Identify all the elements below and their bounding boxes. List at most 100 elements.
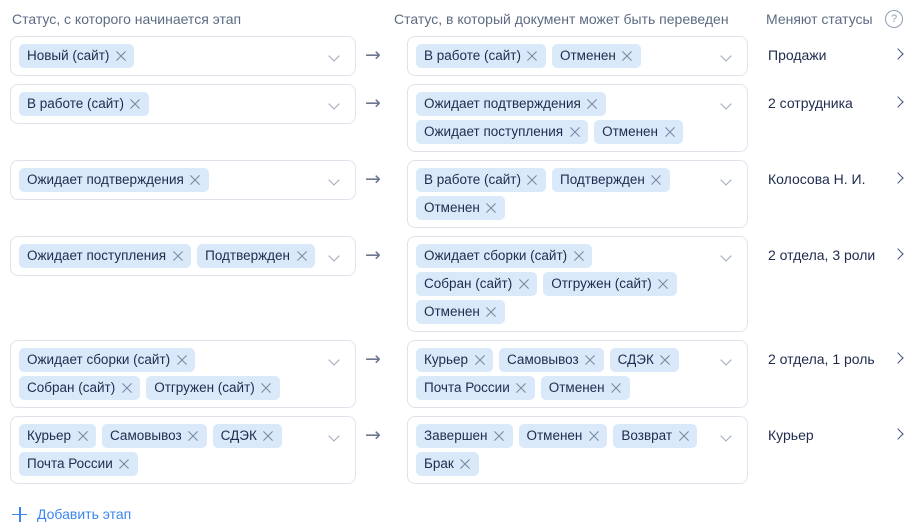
remove-chip-icon[interactable] — [119, 458, 130, 469]
who-changes-link[interactable]: 2 отдела, 3 роли — [748, 236, 916, 274]
remove-chip-icon[interactable] — [622, 50, 633, 61]
chevron-down-icon[interactable] — [722, 432, 733, 439]
chevron-down-icon[interactable] — [722, 52, 733, 59]
status-chip[interactable]: Отгружен (сайт) — [543, 272, 677, 296]
target-status-select[interactable]: Ожидает сборки (сайт) Собран (сайт)Отгруж… — [407, 236, 748, 332]
start-status-select[interactable]: Ожидает сборки (сайт) Собран (сайт)Отгруж… — [10, 340, 356, 408]
target-status-select[interactable]: В работе (сайт)Отменен — [407, 36, 748, 76]
status-chip[interactable]: В работе (сайт) — [416, 44, 546, 68]
status-chip[interactable]: Почта России — [19, 452, 138, 476]
remove-chip-icon[interactable] — [569, 126, 580, 137]
status-chip[interactable]: Отменен — [416, 196, 505, 220]
status-chip[interactable]: Отменен — [551, 44, 641, 68]
remove-chip-icon[interactable] — [190, 174, 201, 185]
chevron-down-icon[interactable] — [330, 432, 341, 439]
start-status-select[interactable]: Новый (сайт) — [10, 36, 356, 76]
remove-chip-icon[interactable] — [527, 174, 538, 185]
status-chip[interactable]: Собран (сайт) — [19, 376, 141, 400]
status-chip[interactable]: Отменен — [518, 424, 608, 448]
remove-chip-icon[interactable] — [585, 354, 596, 365]
remove-chip-icon[interactable] — [172, 250, 183, 261]
chevron-right-icon[interactable] — [894, 249, 903, 260]
who-changes-link[interactable]: Продажи — [748, 36, 916, 74]
chevron-down-icon[interactable] — [330, 100, 341, 107]
status-chip[interactable]: Отменен — [540, 376, 630, 400]
status-chip[interactable]: В работе (сайт) — [19, 92, 149, 116]
status-chip[interactable]: СДЭК — [212, 424, 282, 448]
remove-chip-icon[interactable] — [486, 202, 497, 213]
status-chip[interactable]: Курьер — [19, 424, 97, 448]
status-chip[interactable]: Ожидает сборки (сайт) — [416, 244, 593, 268]
status-chip[interactable]: Отменен — [594, 120, 684, 144]
remove-chip-icon[interactable] — [658, 278, 669, 289]
chevron-down-icon[interactable] — [722, 100, 733, 107]
remove-chip-icon[interactable] — [494, 430, 505, 441]
remove-chip-icon[interactable] — [77, 430, 88, 441]
remove-chip-icon[interactable] — [660, 354, 671, 365]
status-chip[interactable]: Подтвержден — [551, 168, 670, 192]
chevron-down-icon[interactable] — [722, 252, 733, 259]
status-chip[interactable]: Отгружен (сайт) — [146, 376, 280, 400]
status-chip[interactable]: В работе (сайт) — [416, 168, 546, 192]
add-stage-button[interactable]: Добавить этап — [12, 505, 131, 523]
chevron-down-icon[interactable] — [330, 356, 341, 363]
status-chip[interactable]: Самовывоз — [499, 348, 604, 372]
chevron-right-icon[interactable] — [894, 173, 903, 184]
remove-chip-icon[interactable] — [460, 458, 471, 469]
remove-chip-icon[interactable] — [573, 250, 584, 261]
chevron-down-icon[interactable] — [330, 176, 341, 183]
start-status-select[interactable]: Ожидает подтверждения — [10, 160, 356, 200]
status-chip[interactable]: Ожидает подтверждения — [416, 92, 606, 116]
status-chip[interactable]: Новый (сайт) — [19, 44, 135, 68]
status-chip[interactable]: Ожидает поступления — [416, 120, 589, 144]
remove-chip-icon[interactable] — [587, 98, 598, 109]
chevron-right-icon[interactable] — [894, 97, 903, 108]
remove-chip-icon[interactable] — [527, 50, 538, 61]
status-chip[interactable]: Собран (сайт) — [416, 272, 538, 296]
remove-chip-icon[interactable] — [296, 250, 307, 261]
who-changes-link[interactable]: 2 сотрудника — [748, 84, 916, 122]
remove-chip-icon[interactable] — [678, 430, 689, 441]
status-chip[interactable]: Ожидает сборки (сайт) — [19, 348, 196, 372]
start-status-select[interactable]: В работе (сайт) — [10, 84, 356, 124]
remove-chip-icon[interactable] — [588, 430, 599, 441]
remove-chip-icon[interactable] — [516, 382, 527, 393]
remove-chip-icon[interactable] — [474, 354, 485, 365]
help-icon[interactable]: ? — [885, 10, 903, 28]
chevron-down-icon[interactable] — [330, 52, 341, 59]
who-changes-link[interactable]: Колосова Н. И. — [748, 160, 916, 198]
remove-chip-icon[interactable] — [651, 174, 662, 185]
status-chip[interactable]: Ожидает подтверждения — [19, 168, 209, 192]
status-chip[interactable]: Самовывоз — [102, 424, 207, 448]
who-changes-link[interactable]: 2 отдела, 1 роль — [748, 340, 916, 378]
remove-chip-icon[interactable] — [611, 382, 622, 393]
status-chip[interactable]: Завершен — [416, 424, 513, 448]
remove-chip-icon[interactable] — [518, 278, 529, 289]
chevron-right-icon[interactable] — [894, 353, 903, 364]
chevron-down-icon[interactable] — [722, 356, 733, 363]
who-changes-link[interactable]: Курьер — [748, 416, 916, 454]
status-chip[interactable]: СДЭК — [609, 348, 679, 372]
remove-chip-icon[interactable] — [176, 354, 187, 365]
chevron-right-icon[interactable] — [894, 49, 903, 60]
remove-chip-icon[interactable] — [486, 306, 497, 317]
status-chip[interactable]: Ожидает поступления — [19, 244, 192, 268]
remove-chip-icon[interactable] — [130, 98, 141, 109]
chevron-right-icon[interactable] — [894, 429, 903, 440]
remove-chip-icon[interactable] — [188, 430, 199, 441]
status-chip[interactable]: Возврат — [613, 424, 698, 448]
chevron-down-icon[interactable] — [722, 176, 733, 183]
remove-chip-icon[interactable] — [664, 126, 675, 137]
status-chip[interactable]: Отменен — [416, 300, 505, 324]
chevron-down-icon[interactable] — [330, 252, 341, 259]
status-chip[interactable]: Подтвержден — [197, 244, 315, 268]
remove-chip-icon[interactable] — [263, 430, 274, 441]
remove-chip-icon[interactable] — [115, 50, 126, 61]
remove-chip-icon[interactable] — [121, 382, 132, 393]
